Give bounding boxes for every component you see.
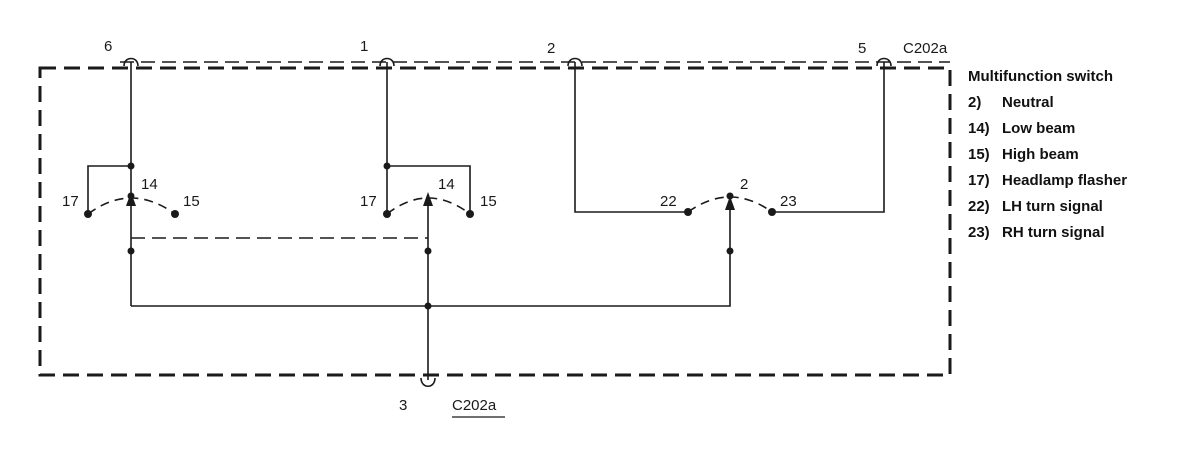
legend-item-text: Neutral [1002, 94, 1054, 111]
contact-15-middle [466, 210, 474, 218]
legend-item-text: Low beam [1002, 120, 1076, 137]
pin-2-label: 2 [547, 40, 555, 57]
contact-22 [684, 208, 692, 216]
contact-17-left [84, 210, 92, 218]
contact-23 [768, 208, 776, 216]
wire-pin5 [772, 62, 885, 213]
legend-item-number: 2) [968, 94, 982, 111]
legend-item: 22) LH turn signal [968, 194, 1127, 220]
middle-switch-label-14: 14 [438, 176, 455, 193]
legend-title: Multifunction switch [968, 68, 1113, 85]
legend-item-number: 17) [968, 172, 990, 189]
right-switch-label-22: 22 [660, 193, 677, 210]
junction-dot [383, 162, 391, 170]
legend-item-text: LH turn signal [1002, 198, 1103, 215]
legend-item-text: Headlamp flasher [1002, 172, 1128, 189]
pin-3-terminal [420, 377, 436, 388]
pin-5-label: 5 [858, 40, 866, 57]
legend-item: 23) RH turn signal [968, 220, 1127, 246]
multifunction-switch-boundary [38, 66, 952, 377]
right-switch-label-2: 2 [740, 176, 748, 193]
legend-item-text: RH turn signal [1002, 224, 1105, 241]
wiper-arrow-left [126, 192, 136, 206]
wire-15-middle [387, 165, 471, 214]
wiper-arrow-middle [423, 192, 433, 206]
junction-dot [127, 162, 135, 170]
legend-item: 17) Headlamp flasher [968, 168, 1127, 194]
contact-17-middle [383, 210, 391, 218]
legend-item: 14) Low beam [968, 116, 1127, 142]
contact-15-left [171, 210, 179, 218]
legend-item-text: High beam [1002, 146, 1079, 163]
legend-item-number: 22) [968, 198, 990, 215]
pin-3-label: 3 [399, 397, 407, 414]
legend: Multifunction switch 2) Neutral 14) Low be… [968, 64, 1127, 246]
wire-pin2 [574, 62, 688, 213]
legend-item: 2) Neutral [968, 90, 1127, 116]
legend-item-number: 14) [968, 120, 990, 137]
junction-dot [726, 247, 734, 255]
junction-dot [127, 247, 135, 255]
connector-label-top: C202a [903, 40, 948, 57]
middle-switch-label-17: 17 [360, 193, 377, 210]
middle-switch-label-15: 15 [480, 193, 497, 210]
legend-item: 15) High beam [968, 142, 1127, 168]
right-switch-label-23: 23 [780, 193, 797, 210]
left-switch-label-14: 14 [141, 176, 158, 193]
connector-label-bottom: C202a [452, 397, 497, 414]
pin-6-label: 6 [104, 38, 112, 55]
legend-item-number: 23) [968, 224, 990, 241]
pin-1-label: 1 [360, 38, 368, 55]
wire-17-left [87, 165, 131, 214]
pin-5-terminal [876, 57, 892, 67]
wiper-arrow-right [725, 196, 735, 210]
junction-dot [424, 247, 432, 255]
wire-common-bus [131, 196, 731, 307]
pin-1-terminal [379, 57, 395, 67]
pin-6-terminal [123, 57, 139, 67]
pin-2-terminal [567, 57, 583, 67]
legend-item-number: 15) [968, 146, 990, 163]
left-switch-label-15: 15 [183, 193, 200, 210]
left-switch-label-17: 17 [62, 193, 79, 210]
